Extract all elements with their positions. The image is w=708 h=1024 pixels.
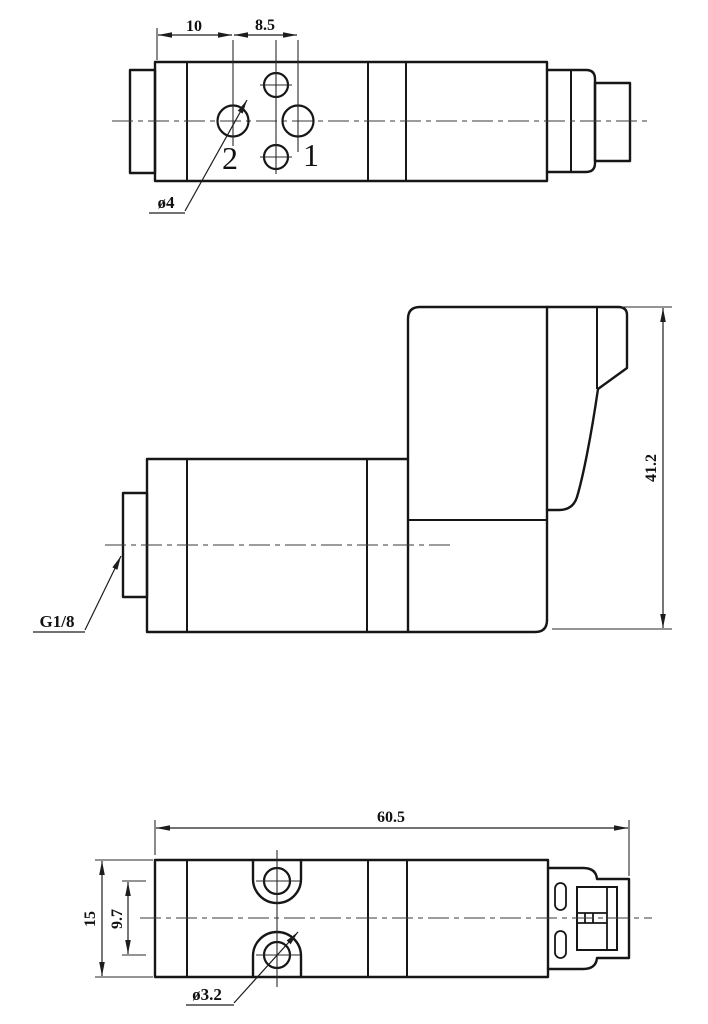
top-view: 10 8.5 2 1 ø4: [112, 17, 648, 214]
leader-line-dia3-2: [233, 931, 299, 1004]
connector-slot-upper: [554, 882, 567, 911]
side-view-valve-body: [145, 457, 549, 634]
bottom-view: 60.5 15 9.7 ø3.2: [82, 809, 652, 1006]
dim-8-5-label: 8.5: [255, 17, 275, 34]
top-view-connector-block: [593, 81, 632, 163]
side-view-coil-and-connector: [406, 305, 629, 634]
side-view: 41.2 G1/8: [33, 305, 672, 634]
hole-diameter-4-label: ø4: [158, 193, 176, 212]
leader-line-dia4: [184, 99, 248, 212]
dim-10-label: 10: [186, 18, 202, 35]
dim-41-2-label: 41.2: [643, 454, 660, 482]
hole-diameter-3-2-label: ø3.2: [192, 985, 222, 1004]
connector-slot-lower: [554, 930, 567, 959]
dim-15-label: 15: [82, 911, 99, 927]
port-1-label: 1: [303, 137, 319, 173]
dim-60-5-label: 60.5: [377, 809, 405, 826]
port-2-label: 2: [222, 140, 238, 176]
thread-g18-label: G1/8: [40, 612, 75, 631]
leader-line-g18: [84, 555, 122, 631]
dim-9-7-label: 9.7: [109, 909, 126, 929]
terminal-block-contact-detail: [577, 912, 607, 924]
